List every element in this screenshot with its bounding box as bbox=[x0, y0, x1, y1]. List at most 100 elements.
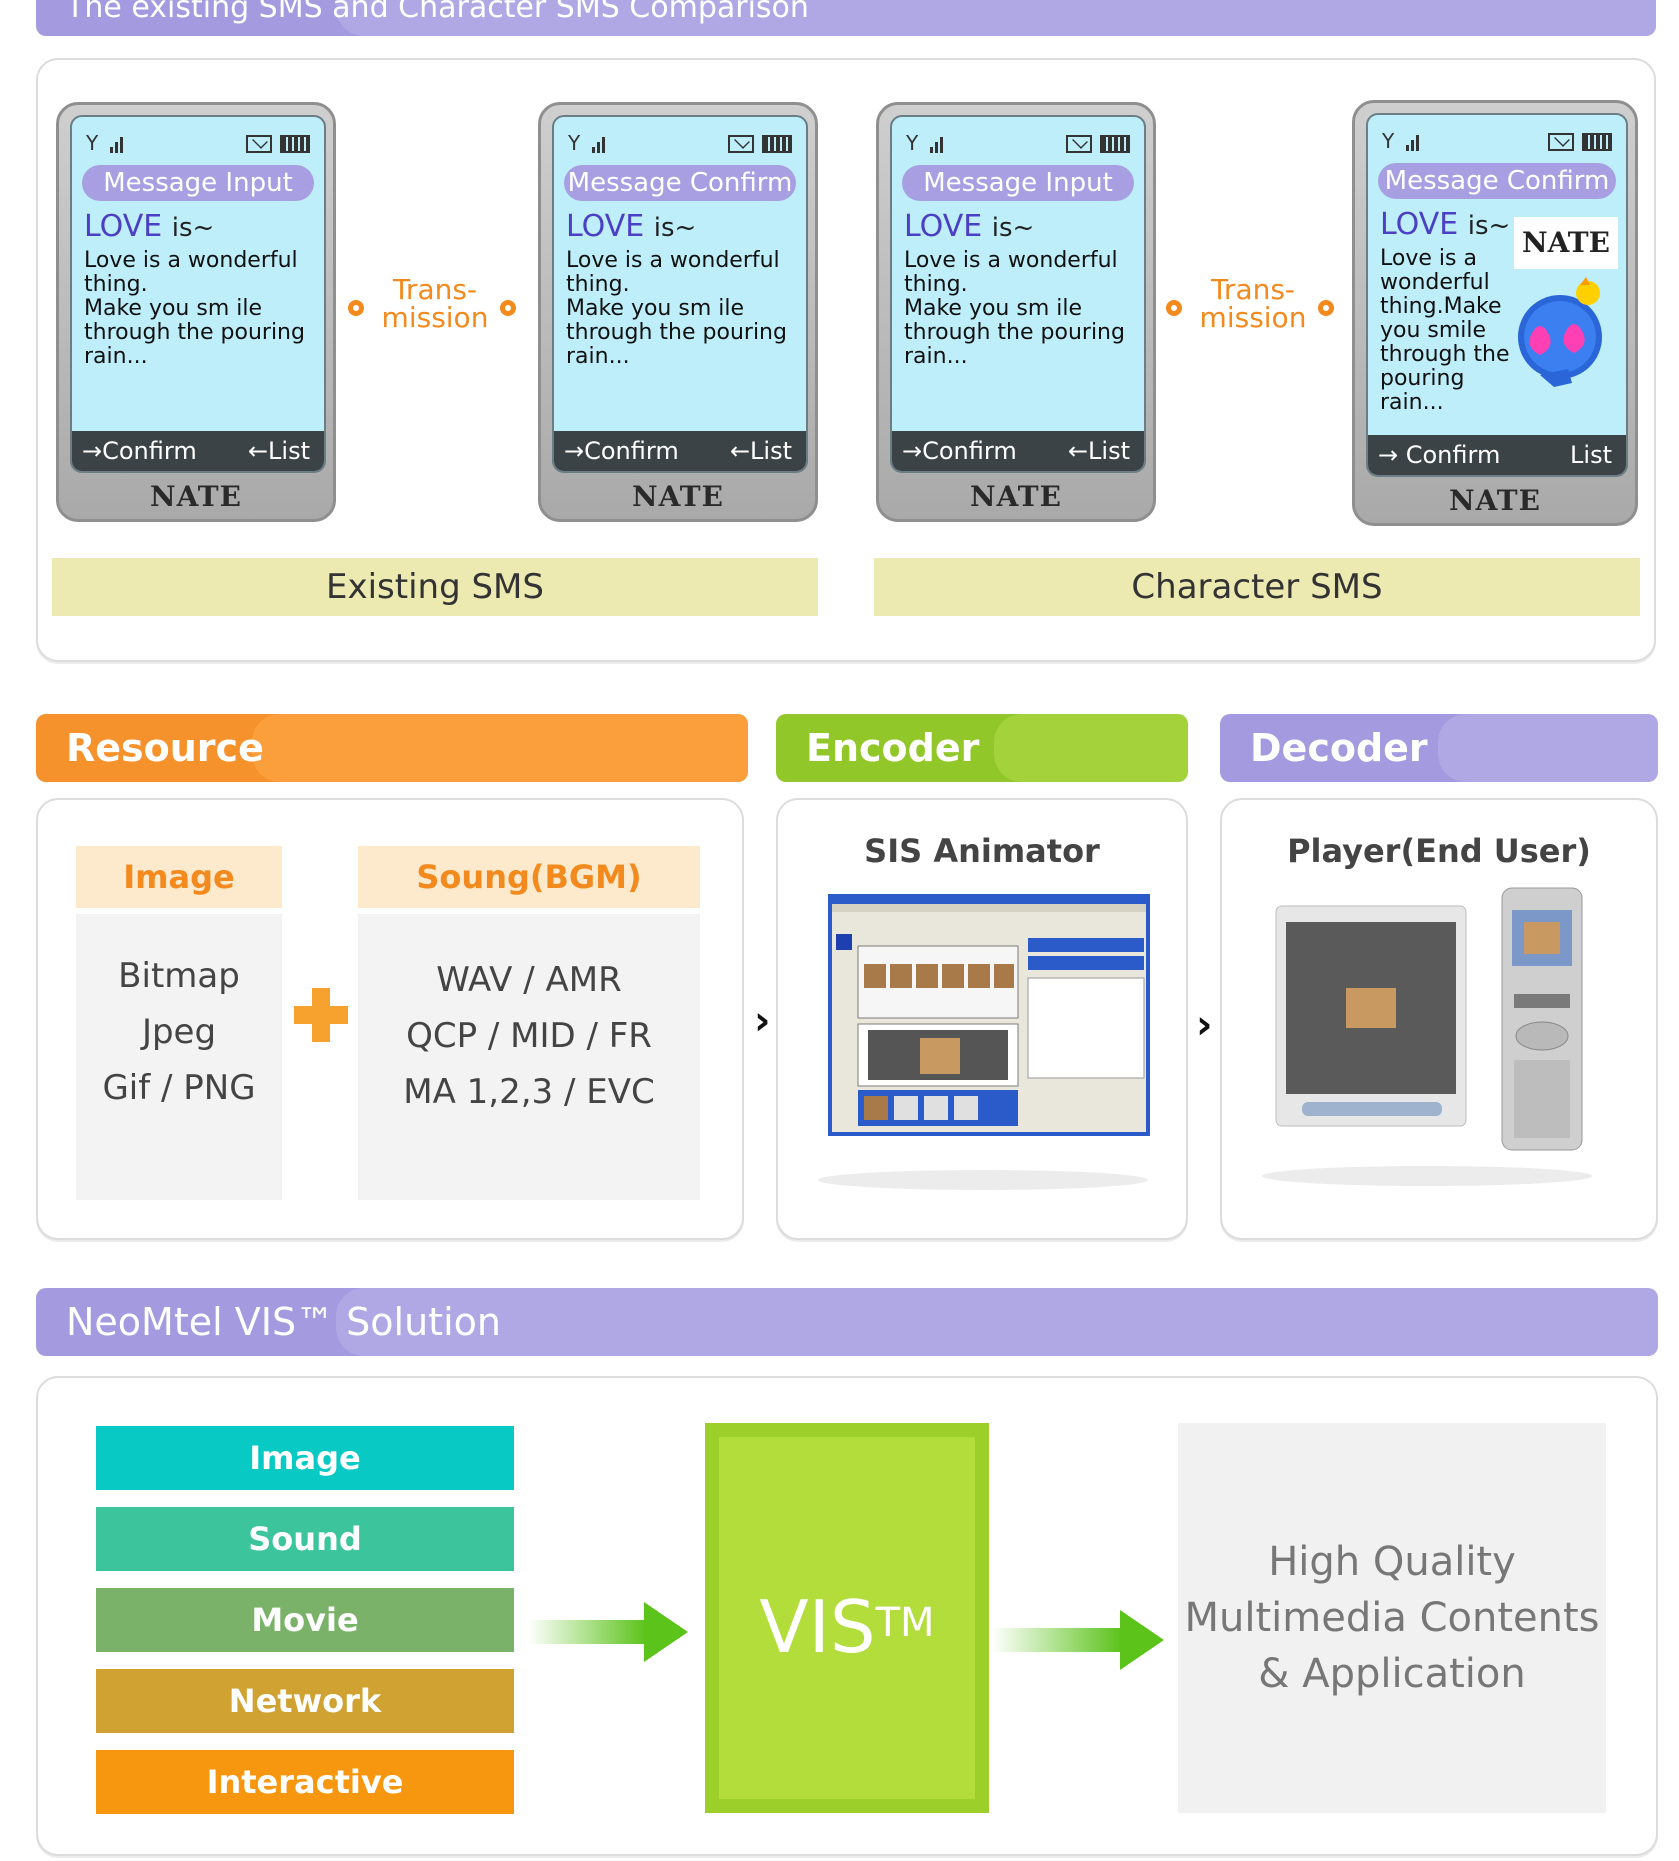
softkeys: →Confirm ←List bbox=[72, 431, 324, 471]
feature-interactive: Interactive bbox=[96, 1750, 514, 1814]
decoder-title-bar: Decoder bbox=[1220, 714, 1658, 782]
vis-word: VIS bbox=[759, 1585, 876, 1669]
love-word: LOVE bbox=[904, 209, 983, 244]
message-body: Love is a wonderful thing. Make you sm i… bbox=[566, 248, 787, 369]
battery-icon bbox=[1100, 135, 1130, 153]
phone-character-confirm: Y Message Confirm LOVE is~ Love is a won… bbox=[1352, 100, 1638, 526]
transmission-dot-left bbox=[1166, 300, 1182, 316]
transmission-line1: Trans- bbox=[392, 273, 478, 306]
sis-animator-screenshot-icon bbox=[828, 894, 1150, 1136]
phone-existing-confirm: Y Message Confirm LOVE is~ Love is a won… bbox=[538, 102, 818, 522]
phone-screen: Y Message Confirm LOVE is~ Love is a won… bbox=[552, 115, 808, 473]
screen-title: Message Input bbox=[902, 165, 1134, 201]
title-bar-highlight bbox=[252, 714, 748, 782]
signal-bars-icon bbox=[592, 135, 610, 153]
battery-icon bbox=[1582, 133, 1612, 151]
solution-title: NeoMtel VIS™ Solution bbox=[66, 1300, 501, 1344]
confirm-softkey: →Confirm bbox=[902, 437, 1017, 465]
signal-icon: Y bbox=[568, 131, 581, 155]
title-bar-highlight bbox=[994, 714, 1188, 782]
love-heading: LOVE is~ bbox=[84, 209, 214, 244]
character-sms-caption: Character SMS bbox=[874, 558, 1640, 616]
transmission-line2: mission bbox=[381, 301, 489, 334]
sound-formats: WAV / AMR QCP / MID / FR MA 1,2,3 / EVC bbox=[358, 914, 700, 1200]
message-body: Love is a wonderful thing. Make you sm i… bbox=[84, 248, 305, 369]
transmission-dot-left bbox=[348, 300, 364, 316]
chevron-right-icon: › bbox=[1196, 1002, 1213, 1048]
feature-sound: Sound bbox=[96, 1507, 514, 1571]
phone-character-input: Y Message Input LOVE is~ Love is a wonde… bbox=[876, 102, 1156, 522]
battery-icon bbox=[762, 135, 792, 153]
love-suffix: is~ bbox=[171, 213, 215, 243]
phone-existing-input: Y Message Input LOVE is~ Love is a wonde… bbox=[56, 102, 336, 522]
sound-column-header: Soung(BGM) bbox=[358, 846, 700, 908]
arrow-right-icon bbox=[528, 1602, 688, 1662]
signal-bars-icon bbox=[930, 135, 948, 153]
signal-icon: Y bbox=[86, 131, 99, 155]
envelope-icon bbox=[1548, 133, 1574, 151]
feature-network: Network bbox=[96, 1669, 514, 1733]
status-bar: Y bbox=[554, 129, 806, 159]
character-illustration-icon bbox=[1518, 277, 1602, 387]
sticker-logo-box: NATE bbox=[1514, 217, 1618, 269]
feature-image: Image bbox=[96, 1426, 514, 1490]
love-suffix: is~ bbox=[653, 213, 697, 243]
envelope-icon bbox=[728, 135, 754, 153]
screen-title: Message Input bbox=[82, 165, 314, 201]
love-word: LOVE bbox=[566, 209, 645, 244]
vis-box: VISTM bbox=[705, 1423, 989, 1813]
screen-title: Message Confirm bbox=[564, 165, 796, 201]
comparison-title: The existing SMS and Character SMS Compa… bbox=[66, 0, 809, 25]
screen-title: Message Confirm bbox=[1378, 163, 1616, 199]
arrow-right-icon bbox=[992, 1610, 1164, 1670]
envelope-icon bbox=[246, 135, 272, 153]
vis-tm: TM bbox=[875, 1600, 935, 1646]
image-formats: Bitmap Jpeg Gif / PNG bbox=[76, 914, 282, 1200]
status-bar: Y bbox=[1368, 127, 1626, 157]
transmission-line1: Trans- bbox=[1210, 273, 1296, 306]
decoder-title: Decoder bbox=[1250, 726, 1428, 770]
nate-logo: NATE bbox=[150, 480, 242, 513]
confirm-softkey: → Confirm bbox=[1378, 441, 1501, 469]
title-bar-highlight bbox=[336, 0, 1656, 36]
message-body: Love is a wonderful thing. Make you sm i… bbox=[904, 248, 1125, 369]
signal-bars-icon bbox=[1406, 133, 1424, 151]
output-box: High Quality Multimedia Contents & Appli… bbox=[1178, 1423, 1606, 1813]
nate-logo: NATE bbox=[1449, 484, 1541, 517]
confirm-softkey: →Confirm bbox=[564, 437, 679, 465]
shadow-ellipse bbox=[818, 1170, 1148, 1190]
resource-title-bar: Resource bbox=[36, 714, 748, 782]
plus-icon-v bbox=[312, 988, 330, 1042]
love-word: LOVE bbox=[1380, 207, 1459, 242]
image-column-header: Image bbox=[76, 846, 282, 908]
phone-screen: Y Message Input LOVE is~ Love is a wonde… bbox=[70, 115, 326, 473]
phone-screen: Y Message Confirm LOVE is~ Love is a won… bbox=[1366, 113, 1628, 477]
envelope-icon bbox=[1066, 135, 1092, 153]
title-bar-highlight bbox=[336, 1288, 1658, 1356]
resource-title: Resource bbox=[66, 726, 264, 770]
list-softkey: ←List bbox=[1067, 437, 1130, 465]
nate-logo: NATE bbox=[970, 480, 1062, 513]
battery-icon bbox=[280, 135, 310, 153]
sticker-nate-logo: NATE bbox=[1522, 226, 1610, 259]
player-title: Player(End User) bbox=[1287, 832, 1591, 870]
love-suffix: is~ bbox=[1467, 211, 1511, 241]
transmission-label: Trans- mission bbox=[1178, 276, 1328, 332]
encoder-title-bar: Encoder bbox=[776, 714, 1188, 782]
transmission-line2: mission bbox=[1199, 301, 1307, 334]
status-bar: Y bbox=[72, 129, 324, 159]
shadow-ellipse bbox=[1262, 1166, 1592, 1186]
solution-title-bar: NeoMtel VIS™ Solution bbox=[36, 1288, 1658, 1356]
love-heading: LOVE is~ bbox=[1380, 207, 1510, 242]
feature-movie: Movie bbox=[96, 1588, 514, 1652]
list-softkey: ←List bbox=[729, 437, 792, 465]
softkeys: → Confirm List bbox=[1368, 435, 1626, 475]
encoder-title: Encoder bbox=[806, 726, 980, 770]
signal-icon: Y bbox=[1382, 129, 1395, 153]
list-softkey: List bbox=[1570, 441, 1612, 469]
transmission-dot-right bbox=[1318, 300, 1334, 316]
phone-screen: Y Message Input LOVE is~ Love is a wonde… bbox=[890, 115, 1146, 473]
output-text: High Quality Multimedia Contents & Appli… bbox=[1184, 1539, 1600, 1697]
vis-label: VISTM bbox=[719, 1587, 975, 1667]
signal-icon: Y bbox=[906, 131, 919, 155]
